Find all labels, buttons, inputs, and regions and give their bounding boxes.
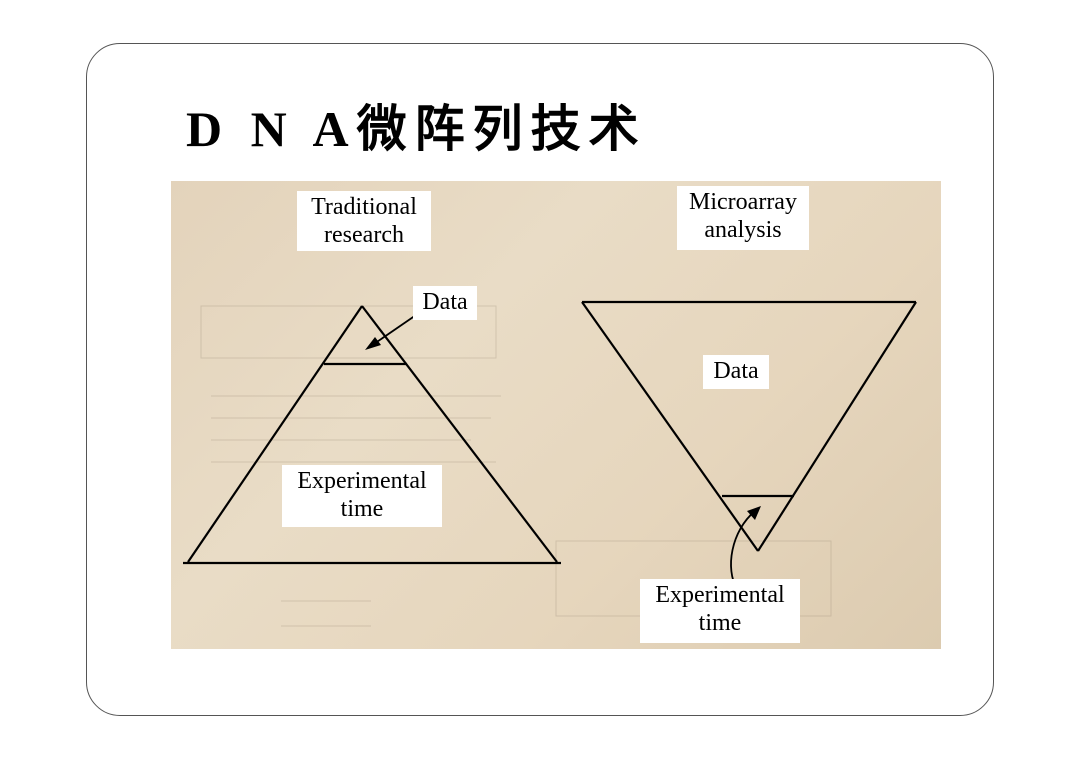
pyramid-right-edge — [361, 305, 558, 563]
slide-title: D N A微阵列技术 — [186, 101, 647, 157]
background-print-marks — [200, 305, 832, 627]
traditional-experimental-time-label: Experimental time — [282, 465, 442, 527]
microarray-experimental-time-label: Experimental time — [640, 579, 800, 643]
microarray-analysis-heading: Microarray analysis — [677, 186, 809, 250]
inverted-right-edge — [757, 301, 917, 552]
pyramid-left-edge — [187, 305, 363, 563]
traditional-data-label: Data — [413, 286, 477, 320]
inverted-left-edge — [581, 301, 759, 552]
microarray-inverted-pyramid — [581, 300, 917, 552]
diagram-photo: Traditional research Data Experimental t… — [171, 181, 941, 649]
microarray-data-label: Data — [703, 355, 769, 389]
diagram-drawing — [183, 300, 917, 627]
traditional-research-heading: Traditional research — [297, 191, 431, 251]
traditional-pyramid — [183, 305, 561, 565]
traditional-data-arrow — [365, 312, 420, 350]
